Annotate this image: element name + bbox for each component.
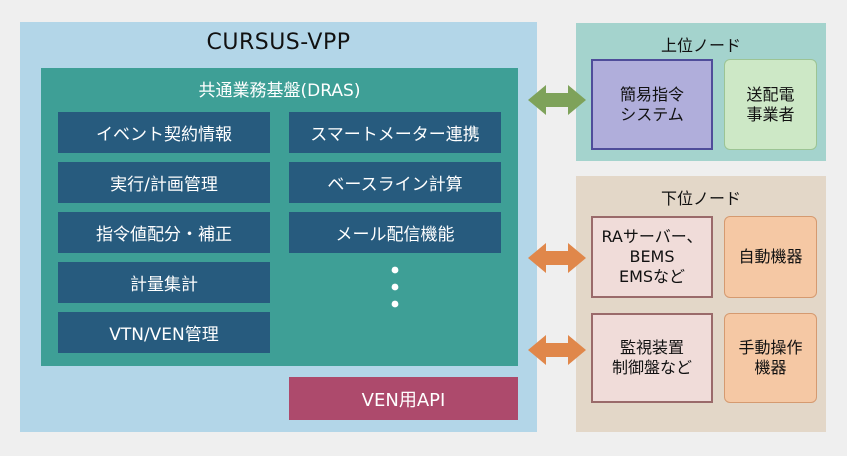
function-box-baseline: ベースライン計算 (289, 162, 501, 203)
monitoring-control-panel-box: 監視装置 制御盤など (591, 313, 713, 403)
automatic-device-box: 自動機器 (724, 216, 817, 298)
lower-double-arrow-icon-2 (528, 335, 586, 365)
function-box-mail: メール配信機能 (289, 212, 501, 253)
lower-double-arrow-icon-1 (528, 243, 586, 273)
manual-device-box: 手動操作 機器 (724, 313, 817, 403)
function-box-smart-meter: スマートメーター連携 (289, 112, 501, 153)
upper-double-arrow-icon (528, 85, 586, 115)
ellipsis-icon (391, 266, 399, 308)
function-box-execution-plan: 実行/計画管理 (58, 162, 270, 203)
transmission-operator-box: 送配電 事業者 (724, 59, 817, 150)
simple-command-system-box: 簡易指令 システム (591, 59, 713, 150)
function-box-command-allocation: 指令値配分・補正 (58, 212, 270, 253)
function-box-vtn-ven: VTN/VEN管理 (58, 312, 270, 353)
function-box-event-contract: イベント契約情報 (58, 112, 270, 153)
ra-server-bems-box: RAサーバー、 BEMS EMSなど (591, 216, 713, 298)
vpp-title: CURSUS-VPP (206, 30, 351, 55)
upper-node-title: 上位ノード (660, 36, 741, 55)
lower-node-title: 下位ノード (660, 189, 741, 208)
dras-title: 共通業務基盤(DRAS) (198, 81, 361, 101)
function-box-metering: 計量集計 (58, 262, 270, 303)
ven-api-box: VEN用API (289, 377, 518, 420)
